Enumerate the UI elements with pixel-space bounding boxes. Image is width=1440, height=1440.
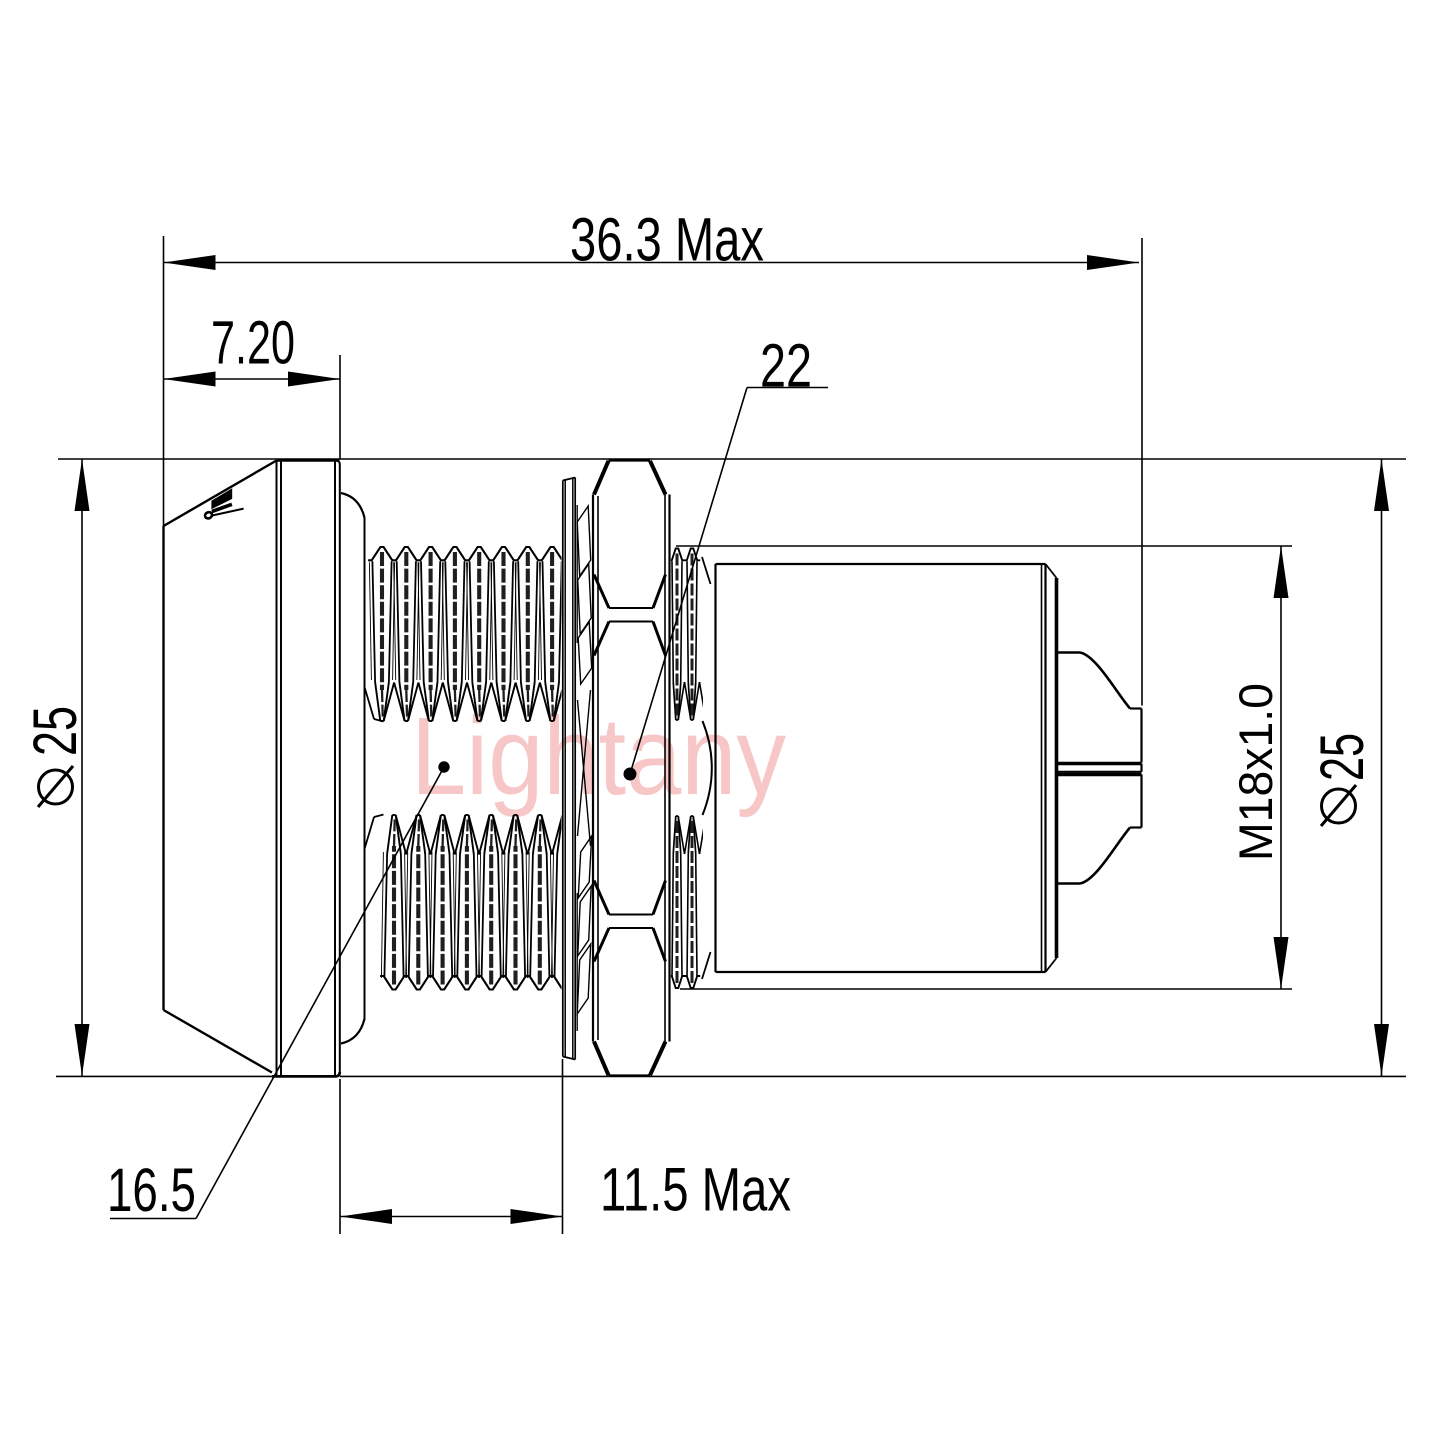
svg-text:11.5 Max: 11.5 Max xyxy=(600,1156,791,1224)
svg-text:22: 22 xyxy=(760,332,812,400)
svg-text:16.5: 16.5 xyxy=(107,1156,196,1224)
svg-text:7.20: 7.20 xyxy=(211,309,295,377)
svg-text:M18x1.0: M18x1.0 xyxy=(1229,683,1282,861)
svg-text:25: 25 xyxy=(21,706,89,756)
svg-text:25: 25 xyxy=(1308,733,1376,781)
svg-text:36.3 Max: 36.3 Max xyxy=(570,206,764,274)
